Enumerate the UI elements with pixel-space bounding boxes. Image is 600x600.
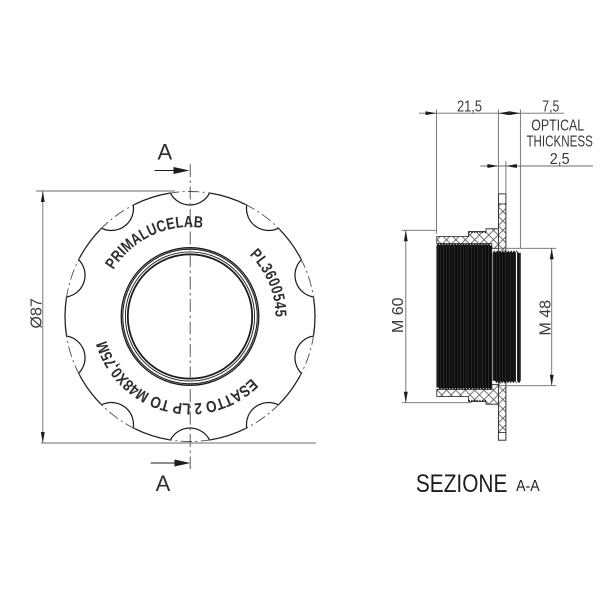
svg-text:SEZIONE: SEZIONE (416, 470, 508, 498)
svg-text:L: L (182, 399, 191, 417)
svg-text:O: O (204, 396, 218, 415)
svg-text:L: L (174, 214, 184, 232)
svg-text:P: P (172, 398, 183, 416)
svg-text:M 48: M 48 (538, 300, 555, 336)
svg-text:A-A: A-A (516, 478, 540, 495)
svg-text:A: A (184, 214, 194, 232)
svg-text:A: A (156, 471, 171, 496)
svg-text:2: 2 (194, 399, 203, 417)
svg-text:THICKNESS: THICKNESS (526, 134, 593, 151)
svg-text:B: B (193, 214, 204, 232)
svg-text:4: 4 (270, 301, 288, 310)
svg-text:7,5: 7,5 (542, 98, 559, 115)
svg-text:2,5: 2,5 (550, 151, 570, 168)
svg-text:E: E (165, 215, 177, 234)
svg-text:5: 5 (271, 309, 289, 317)
svg-text:M 60: M 60 (390, 297, 407, 333)
svg-text:M: M (94, 339, 114, 355)
svg-text:21,5: 21,5 (457, 98, 482, 115)
svg-text:5: 5 (269, 292, 288, 303)
svg-text:A: A (157, 139, 172, 164)
svg-text:OPTICAL: OPTICAL (531, 118, 584, 135)
svg-text:Ø87: Ø87 (29, 298, 46, 328)
